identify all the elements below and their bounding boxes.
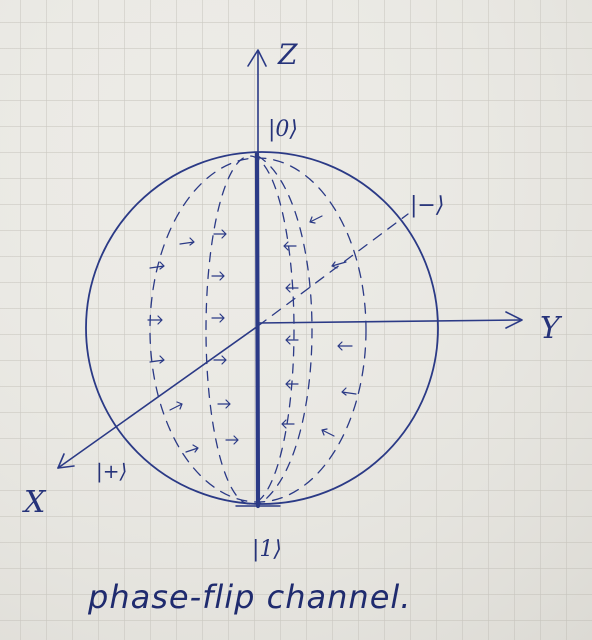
axes bbox=[57, 49, 523, 509]
z-axis-label: Z bbox=[277, 38, 298, 71]
inner-dashed-meridian-left bbox=[205, 155, 295, 505]
z-axis-bold-segment bbox=[254, 151, 261, 509]
x-arrowhead bbox=[57, 453, 75, 469]
state-zero-label: |0⟩ bbox=[268, 117, 298, 142]
z-arrowhead bbox=[247, 49, 267, 67]
x-axis bbox=[57, 325, 259, 469]
inner-dashed-meridian-right bbox=[257, 155, 313, 506]
state-minus-label: |−⟩ bbox=[410, 193, 444, 218]
y-arrowhead bbox=[505, 311, 523, 329]
caption: phase-flip channel. bbox=[87, 578, 411, 616]
state-one-label: |1⟩ bbox=[252, 537, 282, 562]
y-axis bbox=[257, 319, 521, 324]
minus-state-dashed-line bbox=[257, 213, 409, 327]
y-axis-label: Y bbox=[540, 311, 563, 346]
state-plus-label: |+⟩ bbox=[96, 459, 127, 484]
flow-arrows bbox=[147, 215, 357, 453]
x-axis-label: X bbox=[22, 485, 47, 520]
sphere-outline bbox=[85, 151, 439, 505]
